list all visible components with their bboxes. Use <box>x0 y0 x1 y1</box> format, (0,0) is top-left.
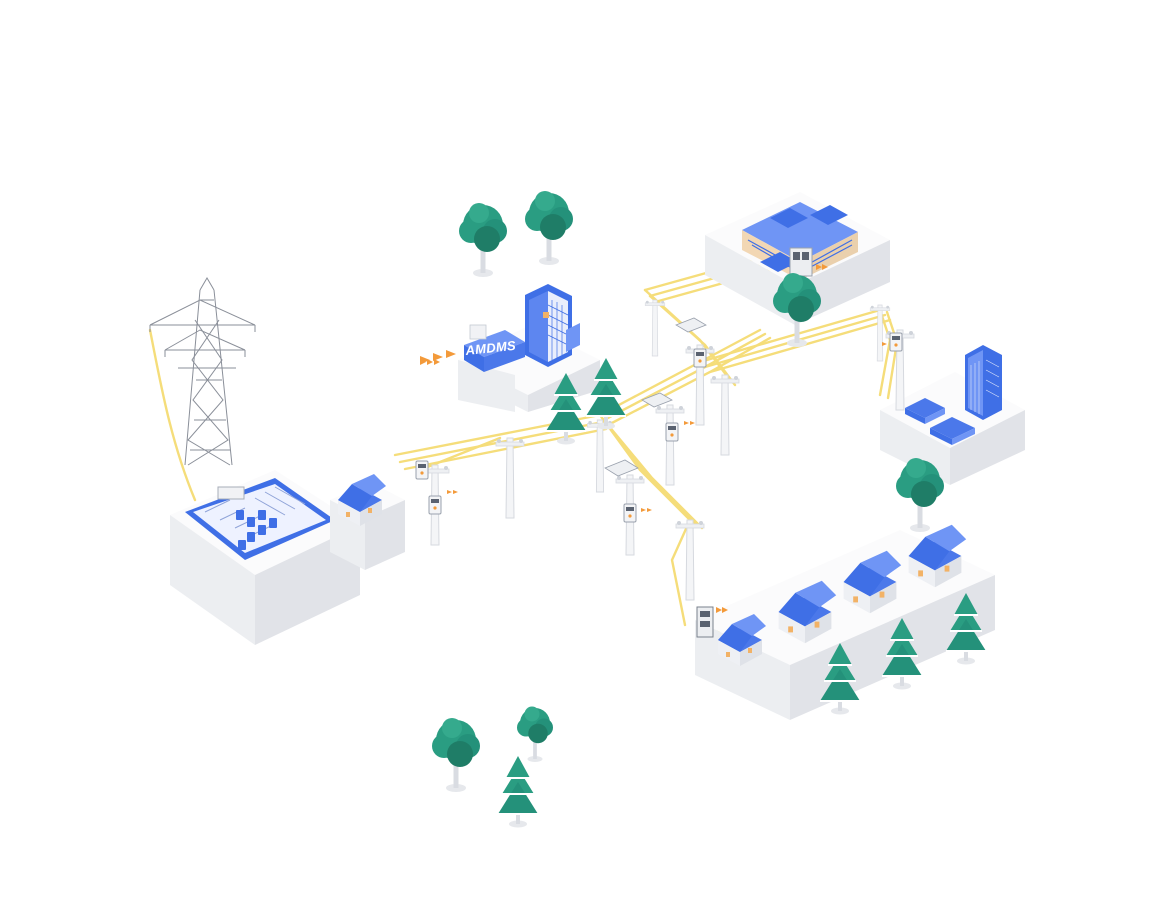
office-building-icon <box>705 192 890 325</box>
amdms-label: AMDMS <box>464 338 517 358</box>
smart-meter-icon <box>696 606 714 638</box>
transmission-tower-icon <box>149 277 256 466</box>
data-flow-arrow-icon <box>447 342 887 512</box>
junction-box-icon <box>604 317 707 477</box>
data-flow-arrow-icon <box>716 607 728 613</box>
control-center-icon <box>458 284 600 412</box>
data-flow-arrow-icon <box>816 264 828 270</box>
data-flow-arrow-icon <box>420 350 456 364</box>
